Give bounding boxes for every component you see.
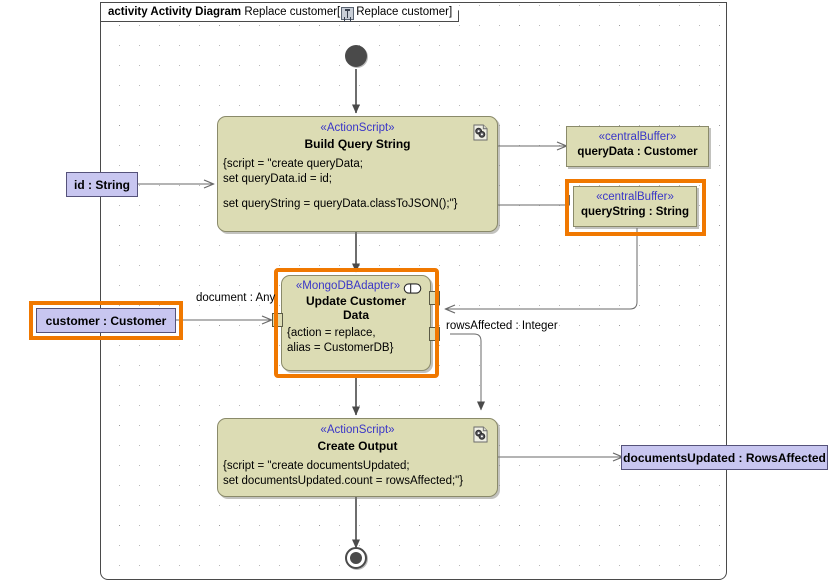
action-title: Build Query String [304,137,411,151]
input-pin-querystring[interactable] [429,291,440,305]
script-icon [473,124,488,141]
parameter-label: customer : Customer [45,313,167,328]
action-body-line-3: set queryString = queryData.classToJSON(… [223,198,458,210]
diagram-frame-bracket-close: ] [448,6,453,18]
buffer-name: queryString : String [581,206,689,218]
diagram-frame-name-text: Replace customer [244,6,338,18]
stereotype-actionscript: «ActionScript» [320,122,395,134]
action-title-line-2: Data [342,308,369,322]
parameter-label: id : String [74,177,130,192]
activity-final-inner [350,552,362,564]
activity-diagram-icon [341,7,354,20]
action-title: Create Output [317,439,398,453]
activity-final-node[interactable] [345,547,367,569]
diagram-frame-header[interactable]: activity Activity Diagram Replace custom… [100,2,459,22]
activity-parameter-id[interactable]: id : String [66,172,138,197]
initial-node[interactable] [345,45,367,67]
action-title-line-1: Update Customer [305,294,406,308]
edge-label-rowsaffected: rowsAffected : Integer [446,320,558,332]
action-body: {action = replace, alias = CustomerDB} [282,326,430,355]
action-body-line-2: set documentsUpdated.count = rowsAffecte… [223,474,464,487]
action-create-output[interactable]: «ActionScript» Create Output {script = "… [217,418,498,497]
database-icon [403,283,422,294]
edge-label-document: document : Any [196,292,276,304]
diagram-frame-keyword: activity Activity Diagram [108,6,242,18]
action-update-customer-data[interactable]: «MongoDBAdapter» Update Customer Data {a… [281,275,431,371]
output-pin-rowsaffected[interactable] [429,327,440,341]
buffer-stereotype: «centralBuffer» [598,131,677,143]
diagram-frame-qualifier: Replace customer [356,6,449,18]
central-buffer-querystring[interactable]: «centralBuffer» queryString : String [573,186,697,227]
action-build-query-string[interactable]: «ActionScript» Build Query String {scrip… [217,116,498,232]
action-body-line-1: {action = replace, [287,327,376,339]
action-body-line-1: {script = "create documentsUpdated; [223,460,410,472]
action-body-spacer [223,186,492,197]
central-buffer-querydata[interactable]: «centralBuffer» queryData : Customer [566,126,709,167]
activity-parameter-documentsupdated[interactable]: documentsUpdated : RowsAffected [621,445,828,470]
stereotype-actionscript: «ActionScript» [320,424,395,436]
action-body-line-2: alias = CustomerDB} [287,341,394,354]
script-icon [473,426,488,443]
action-body: {script = "create queryData; set queryDa… [218,157,497,212]
action-body-line-2: set queryData.id = id; [223,172,332,185]
action-body-line-1: {script = "create queryData; [223,158,363,170]
input-pin-document[interactable] [272,313,283,327]
buffer-stereotype: «centralBuffer» [596,191,674,203]
action-body: {script = "create documentsUpdated; set … [218,459,497,488]
buffer-name: queryData : Customer [577,146,698,158]
activity-parameter-customer[interactable]: customer : Customer [36,308,176,333]
diagram-frame-bracket-open: [ [337,6,341,18]
parameter-label: documentsUpdated : RowsAffected [623,450,826,465]
stereotype-mongodbadapter: «MongoDBAdapter» [295,280,401,292]
